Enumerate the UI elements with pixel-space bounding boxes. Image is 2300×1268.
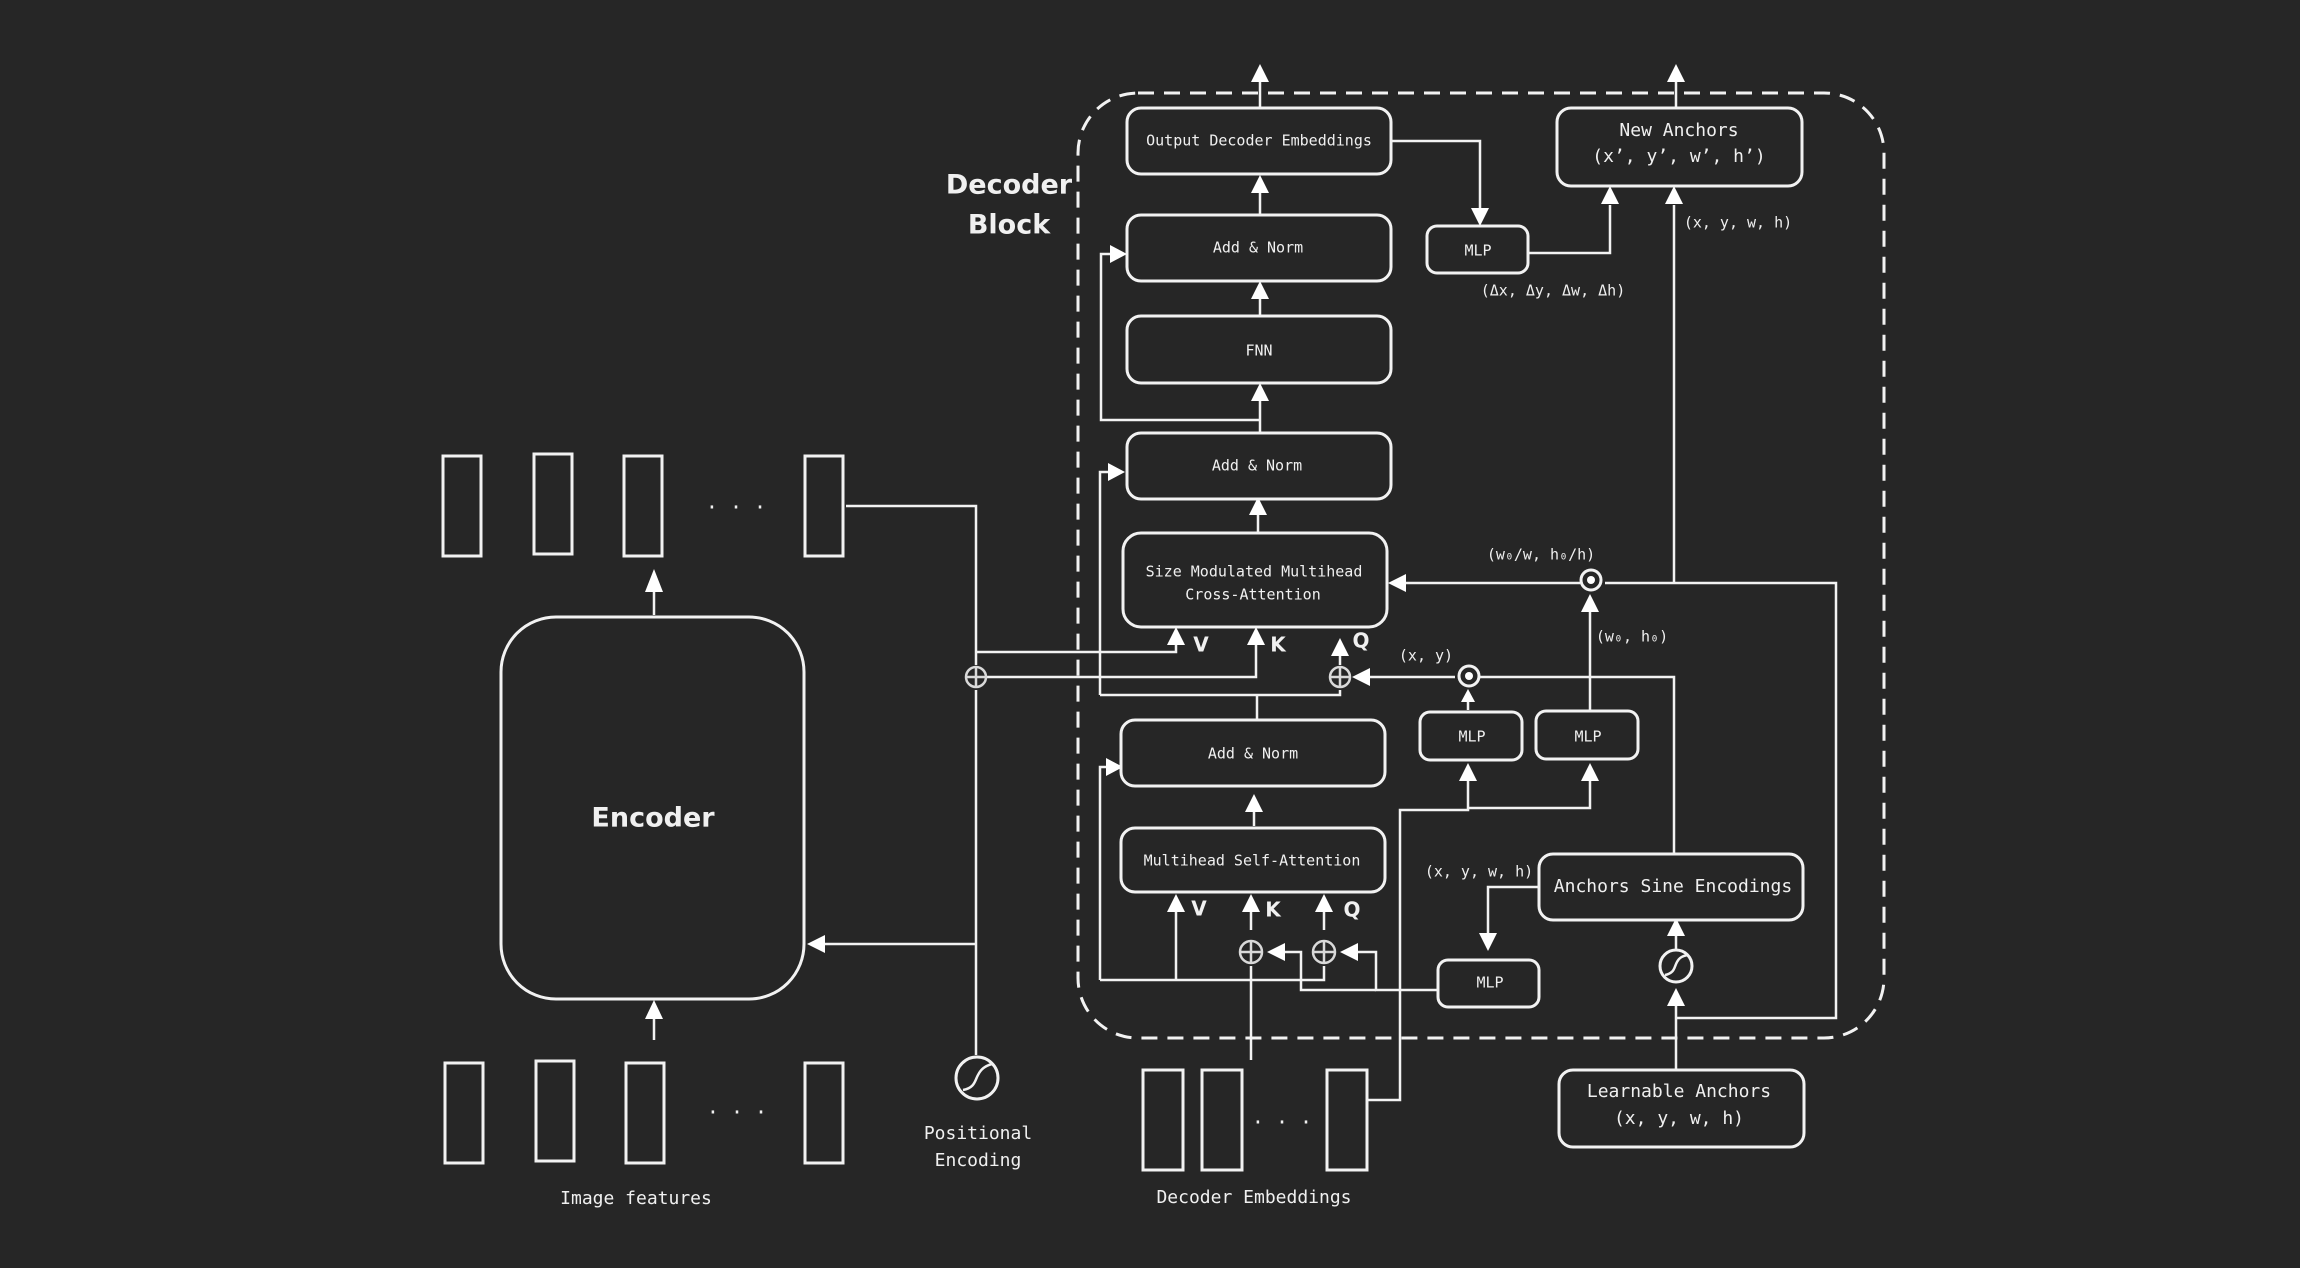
encoder-output-tokens: . . .: [441, 452, 845, 558]
cross-k-label: K: [1270, 633, 1287, 657]
anchors-sine-encodings-label: Anchors Sine Encodings: [1554, 876, 1792, 897]
decoder-embeddings-label: Decoder Embeddings: [1156, 1187, 1351, 1208]
token: [622, 454, 664, 558]
add-norm-mid-box: Add & Norm: [1125, 431, 1393, 501]
ellipsis: . . .: [1252, 1105, 1312, 1129]
connectors: [645, 64, 1838, 1102]
encoder-label: Encoder: [591, 803, 715, 834]
self-attention-label: Multihead Self-Attention: [1144, 852, 1361, 870]
add-operator-memory: [964, 665, 988, 689]
cross-q-label: Q: [1352, 629, 1369, 653]
positional-encoding-label-line1: Positional: [924, 1123, 1032, 1144]
new-anchors-label-line2: (x’, y’, w’, h’): [1592, 146, 1765, 167]
add-operator-self-q: [1311, 939, 1337, 965]
positional-encoding-label-line2: Encoding: [935, 1150, 1022, 1171]
xywh-sine-label: (x, y, w, h): [1425, 863, 1533, 881]
learnable-anchors-label-line1: Learnable Anchors: [1587, 1081, 1771, 1102]
cross-attention-label-line1: Size Modulated Multihead: [1146, 563, 1363, 581]
learnable-anchors-label-line2: (x, y, w, h): [1614, 1108, 1744, 1129]
self-attention-box: Multihead Self-Attention: [1119, 826, 1387, 894]
image-feature-tokens: . . . Image features: [443, 1059, 845, 1209]
positional-encoding: Positional Encoding: [924, 1055, 1032, 1171]
cross-attention-label-line2: Cross-Attention: [1185, 586, 1320, 604]
fnn-label: FNN: [1245, 342, 1272, 360]
new-anchors-label-line1: New Anchors: [1619, 120, 1738, 141]
token: [443, 1061, 485, 1165]
token: [624, 1061, 666, 1165]
anchors-sine-encodings-box: Anchors Sine Encodings: [1537, 852, 1805, 922]
token: [441, 454, 483, 558]
decoder-block-boundary: [1076, 91, 1886, 1040]
token: [803, 1061, 845, 1165]
learnable-anchors-box: Learnable Anchors (x, y, w, h): [1557, 1068, 1806, 1149]
mlp-delta-label: MLP: [1464, 242, 1491, 260]
wh-ratio-label: (w₀/w, h₀/h): [1487, 546, 1595, 564]
xywh-top-label: (x, y, w, h): [1684, 214, 1792, 232]
token: [803, 454, 845, 558]
self-v-label: V: [1191, 897, 1207, 921]
add-norm-bottom-label: Add & Norm: [1208, 745, 1298, 763]
token: [1200, 1068, 1244, 1172]
multiply-operator-xy: [1457, 664, 1481, 688]
add-norm-bottom-box: Add & Norm: [1119, 718, 1387, 788]
output-decoder-embeddings-label: Output Decoder Embeddings: [1146, 132, 1372, 150]
mlp-pos-label: MLP: [1476, 974, 1503, 992]
decoder-block-title-line2: Block: [968, 210, 1051, 241]
add-norm-top-box: Add & Norm: [1125, 213, 1393, 283]
token: [534, 1059, 576, 1163]
self-q-label: Q: [1343, 898, 1360, 922]
add-operator-cross-q: [1328, 665, 1352, 689]
ellipsis: . . .: [707, 1095, 767, 1119]
multiply-operator-wh: [1579, 568, 1603, 592]
token: [532, 452, 574, 556]
xy-label: (x, y): [1399, 647, 1453, 665]
output-decoder-embeddings-box: Output Decoder Embeddings: [1125, 106, 1393, 176]
image-features-label: Image features: [560, 1188, 712, 1209]
mlp-delta-box: MLP: [1425, 224, 1530, 275]
add-norm-mid-label: Add & Norm: [1212, 457, 1302, 475]
encoder-box: Encoder: [499, 615, 806, 1001]
ellipsis: . . .: [706, 490, 766, 514]
mlp-xy-label: MLP: [1458, 728, 1485, 746]
token: [1141, 1068, 1185, 1172]
wh-ref-label: (w₀, h₀): [1596, 628, 1668, 646]
cross-v-label: V: [1193, 633, 1209, 657]
decoder-block-title-line1: Decoder: [946, 170, 1073, 201]
anchor-sine-icon: [1658, 948, 1694, 984]
delta-label: (Δx, Δy, Δw, Δh): [1481, 282, 1626, 300]
mlp-xy-box: MLP: [1418, 710, 1524, 762]
token: [1325, 1068, 1369, 1172]
add-norm-top-label: Add & Norm: [1213, 239, 1303, 257]
mlp-pos-box: MLP: [1436, 958, 1541, 1009]
add-operator-self-k: [1238, 939, 1264, 965]
self-k-label: K: [1265, 898, 1282, 922]
fnn-box: FNN: [1125, 314, 1393, 385]
decoder-embedding-tokens: . . . Decoder Embeddings: [1141, 1068, 1369, 1208]
cross-attention-box: Size Modulated Multihead Cross-Attention: [1121, 531, 1389, 629]
new-anchors-box: New Anchors (x’, y’, w’, h’): [1555, 106, 1804, 188]
mlp-wh-box: MLP: [1534, 709, 1640, 761]
mlp-wh-label: MLP: [1574, 728, 1601, 746]
